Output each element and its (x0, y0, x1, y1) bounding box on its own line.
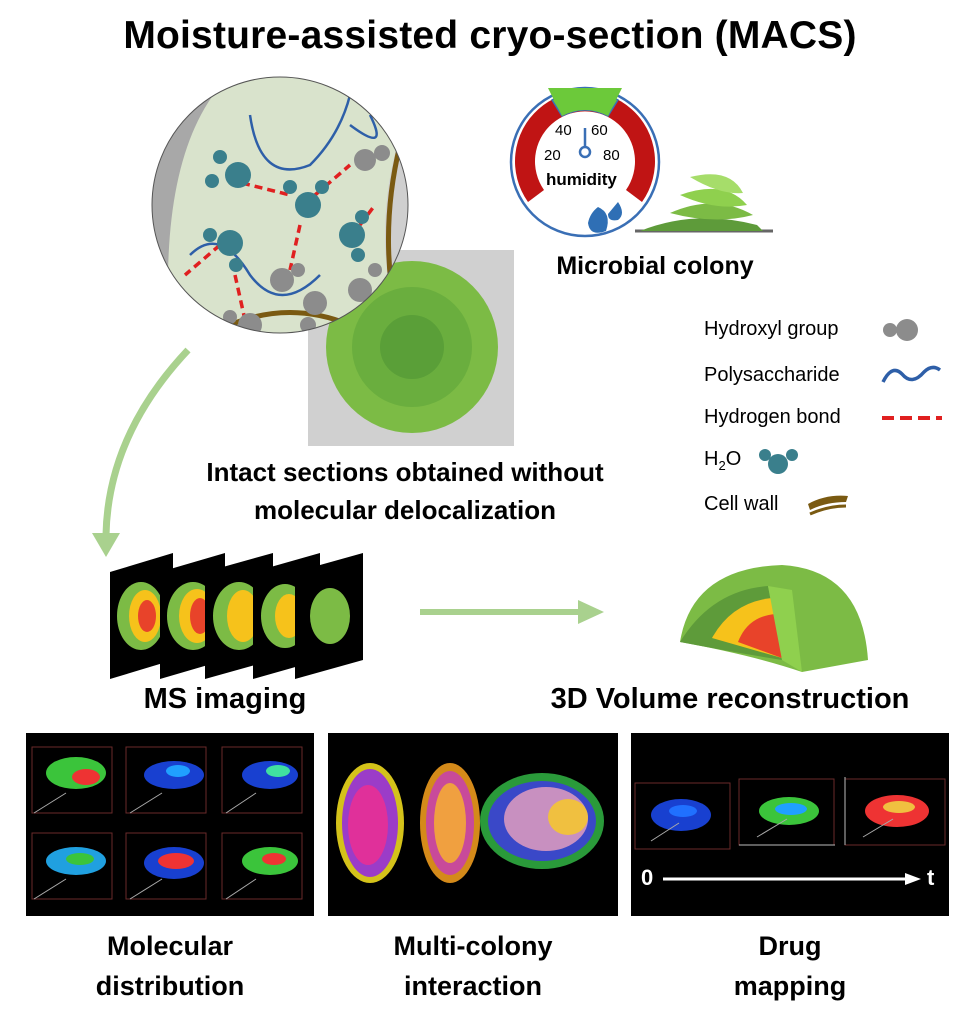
hydrogen-bond-icon (882, 416, 942, 420)
intact-caption-line2: molecular delocalization (254, 495, 556, 525)
polysaccharide-icon (881, 365, 942, 383)
microbial-colony-label: Microbial colony (556, 252, 754, 280)
molecular-caption-line1: Molecular (106, 931, 234, 961)
gauge-tick-60: 60 (591, 122, 608, 139)
curved-arrow (92, 347, 191, 557)
time-axis-end: t (927, 865, 935, 890)
3d-volume-dome (680, 565, 868, 672)
gauge-tick-20: 20 (544, 147, 561, 164)
ms-imaging-label: MS imaging (143, 683, 307, 715)
multi-colony-panel (328, 733, 618, 916)
molecular-caption-line2: distribution (95, 971, 245, 1001)
legend-h2o-label: H2O (704, 448, 742, 473)
legend-hydrogen-bond-label: Hydrogen bond (704, 406, 841, 428)
gauge-tick-80: 80 (603, 147, 620, 164)
molecular-distribution-panel (26, 733, 314, 916)
ms-slice-1 (110, 553, 173, 679)
legend-polysaccharide-label: Polysaccharide (704, 364, 840, 386)
humidity-gauge (509, 86, 661, 238)
hydroxyl-icon (883, 319, 918, 341)
gauge-label: humidity (546, 170, 617, 189)
intact-caption-line1: Intact sections obtained without (206, 457, 604, 487)
molecular-distribution-caption: Molecular distribution (26, 926, 314, 1006)
microbial-colony-icon (635, 174, 773, 233)
molecular-zoom-illustration (151, 76, 514, 446)
page-title: Moisture-assisted cryo-section (MACS) (123, 14, 857, 57)
drug-mapping-panel: 0 t (631, 733, 949, 916)
drug-caption-line1: Drug (758, 931, 822, 961)
gauge-tick-40: 40 (555, 122, 572, 139)
ms-imaging-stack (110, 553, 363, 679)
legend-hydroxyl-label: Hydroxyl group (704, 318, 839, 340)
multicolony-caption-line1: Multi-colony (393, 931, 553, 961)
multicolony-caption-line2: interaction (403, 971, 543, 1001)
multi-colony-caption: Multi-colony interaction (328, 926, 618, 1006)
straight-arrow (420, 600, 604, 624)
drug-mapping-renders (634, 777, 946, 885)
intact-sections-caption: Intact sections obtained without molecul… (140, 453, 670, 529)
water-icon (759, 449, 798, 474)
molecular-distribution-renders (31, 746, 303, 900)
cell-wall-icon (808, 495, 848, 516)
time-axis-start: 0 (641, 865, 654, 890)
volume-reconstruction-label: 3D Volume reconstruction (550, 683, 910, 715)
multi-colony-renders (336, 763, 604, 883)
ms-slice-5 (295, 553, 363, 679)
drug-mapping-caption: Drug mapping (631, 926, 949, 1006)
drug-caption-line2: mapping (733, 971, 847, 1001)
legend-cell-wall-label: Cell wall (704, 493, 779, 515)
